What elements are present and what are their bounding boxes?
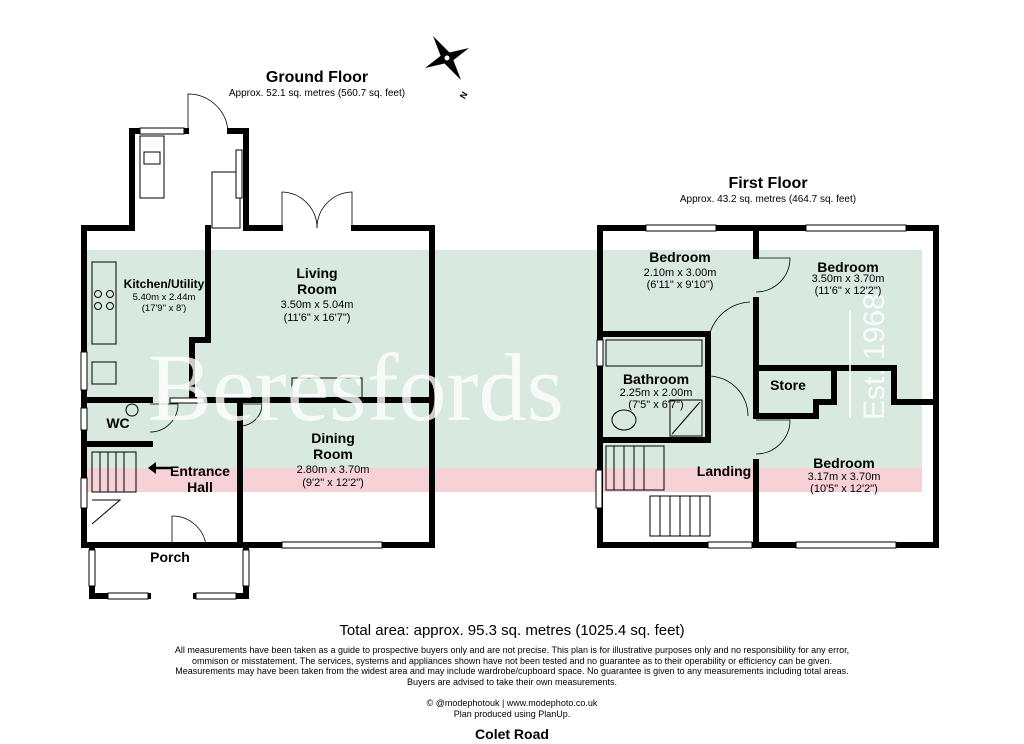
watermark-brand: Beresfords	[148, 334, 564, 441]
compass-north-label: N	[458, 90, 470, 101]
first-floor-area: Approx. 43.2 sq. metres (464.7 sq. feet)	[680, 194, 856, 205]
bathroom-name: Bathroom	[623, 371, 689, 387]
road-name: Colet Road	[475, 726, 549, 742]
wc-name: WC	[106, 415, 129, 431]
bedroom-front-name: Bedroom	[817, 259, 878, 275]
dining-room-dims-m: 2.80m x 3.70m	[297, 464, 370, 476]
kitchen-dims-m: 5.40m x 2.44m	[133, 292, 196, 303]
bedroom-back-name: Bedroom	[813, 455, 874, 471]
compass-icon	[425, 36, 469, 80]
kitchen-dims-ft: (17'9" x 8')	[142, 303, 187, 314]
bathroom-dims-ft: (7'5" x 6'7")	[628, 399, 683, 411]
bedroom-back-dims-m: 3.17m x 3.70m	[808, 471, 881, 483]
dining-room-name-1: Dining	[311, 430, 355, 446]
living-room-name-1: Living	[296, 265, 337, 281]
entrance-hall-name-2: Hall	[187, 479, 213, 495]
entrance-hall-name-1: Entrance	[170, 463, 230, 479]
disclaimer-text: All measurements have been taken as a gu…	[174, 645, 850, 687]
living-room-dims-ft: (11'6" x 16'7")	[284, 312, 351, 324]
dining-room-dims-ft: (9'2" x 12'2")	[302, 477, 364, 489]
living-room-name-2: Room	[297, 281, 337, 297]
ground-floor-area: Approx. 52.1 sq. metres (560.7 sq. feet)	[229, 88, 405, 99]
store-name: Store	[770, 377, 806, 393]
credit-line-2: Plan produced using PlanUp.	[453, 709, 571, 719]
bedroom-front-dims-ft: (11'6" x 12'2")	[815, 285, 882, 297]
dining-room-name-2: Room	[313, 446, 353, 462]
bedroom-small-dims-ft: (6'11" x 9'10")	[647, 279, 714, 291]
ground-floor-title: Ground Floor	[266, 69, 368, 86]
bedroom-front-dims-m: 3.50m x 3.70m	[812, 273, 885, 285]
bathroom-dims-m: 2.25m x 2.00m	[620, 387, 693, 399]
living-room-dims-m: 3.50m x 5.04m	[281, 299, 354, 311]
watermark-est: Est. 1968	[858, 293, 891, 420]
first-floor-title: First Floor	[728, 175, 807, 192]
porch-name: Porch	[150, 549, 190, 565]
landing-name: Landing	[697, 463, 751, 479]
watermark-band-green	[84, 250, 922, 468]
total-area: Total area: approx. 95.3 sq. metres (102…	[339, 622, 685, 639]
bedroom-small-name: Bedroom	[649, 249, 710, 265]
ground-floor-plan	[80, 93, 435, 600]
credit: © @modephotouk | www.modephoto.co.uk Pla…	[0, 698, 1024, 720]
bedroom-small-dims-m: 2.10m x 3.00m	[644, 267, 717, 279]
watermark-band-red	[84, 468, 922, 492]
credit-line-1: © @modephotouk | www.modephoto.co.uk	[426, 698, 598, 708]
first-floor-plan	[595, 224, 939, 549]
kitchen-name: Kitchen/Utility	[124, 277, 205, 291]
bedroom-back-dims-ft: (10'5" x 12'2")	[810, 483, 878, 495]
